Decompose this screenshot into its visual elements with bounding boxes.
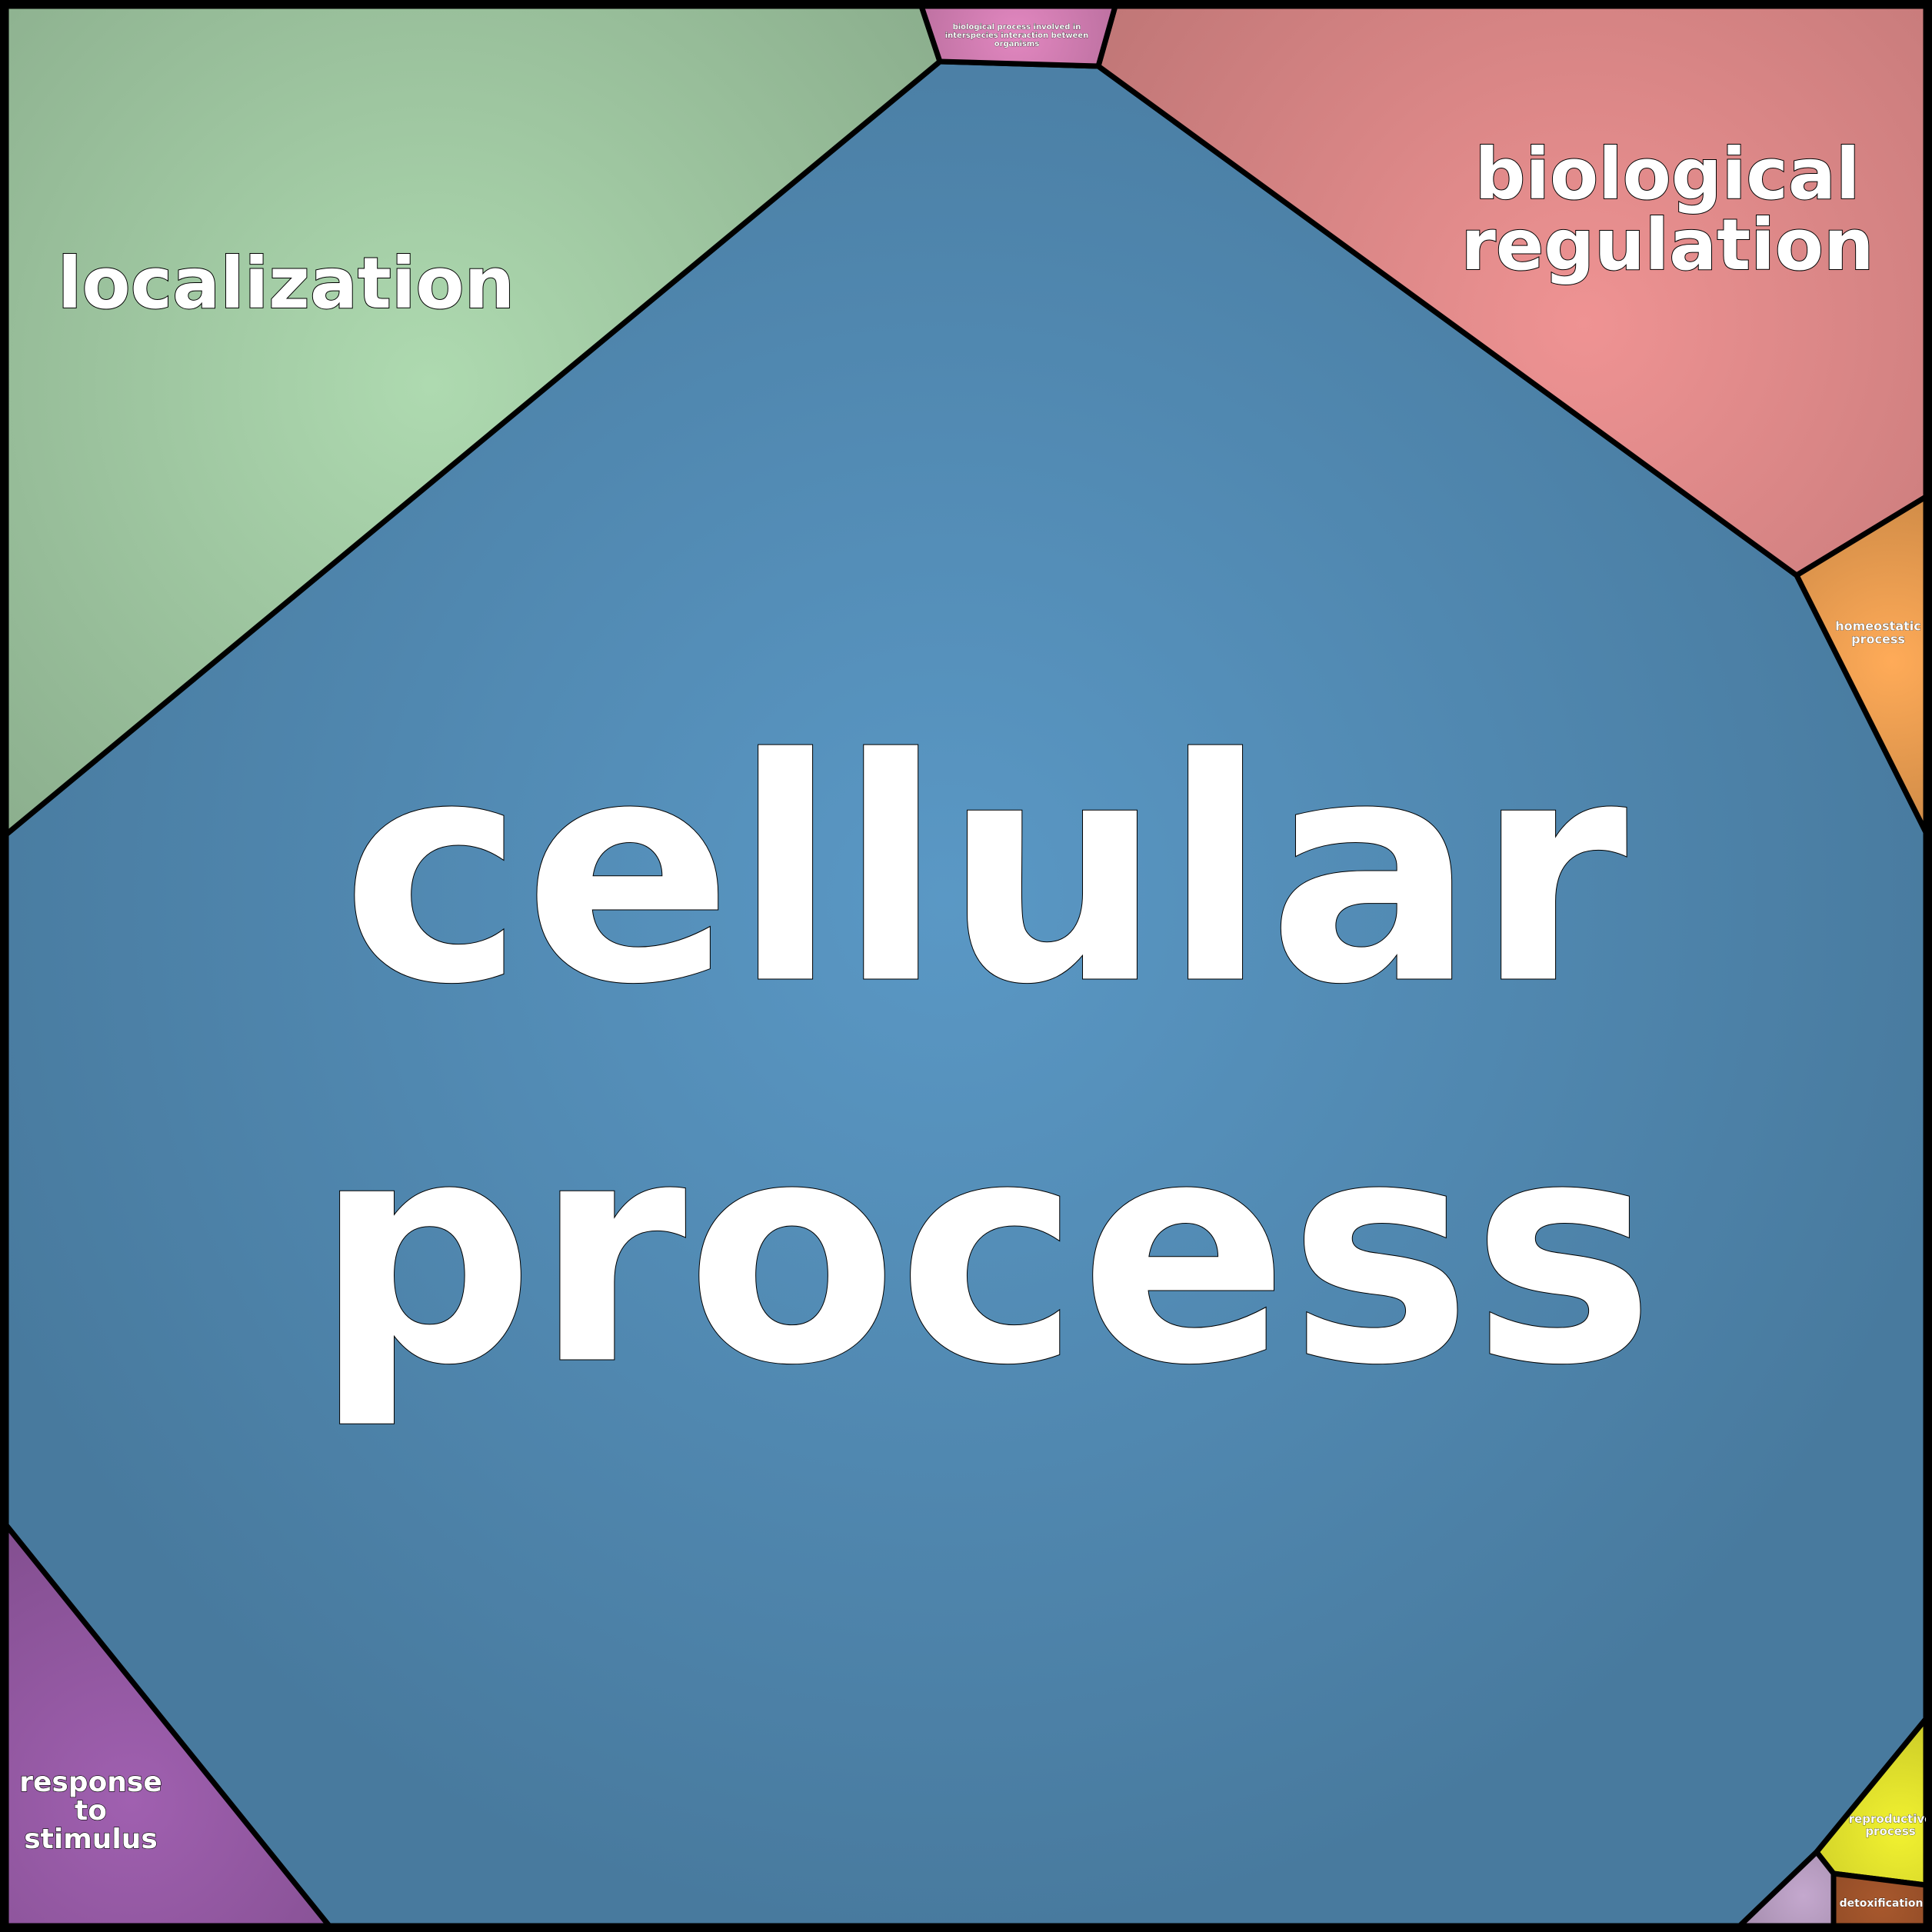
label-interspecies-line: biological process involved in: [953, 23, 1081, 32]
label-regulation-line: regulation: [1461, 204, 1874, 286]
label-reproductive-line: process: [1865, 1824, 1915, 1838]
label-cellular-line: process: [315, 1074, 1655, 1432]
label-response-line: response: [19, 1767, 162, 1798]
label-localization-line: localization: [58, 242, 515, 325]
label-regulation-line: biological: [1475, 133, 1860, 215]
label-interspecies-line: interspecies interaction between: [945, 32, 1089, 40]
label-reproductive-line: reproductive: [1849, 1812, 1932, 1826]
label-response-line: to: [75, 1795, 107, 1827]
label-response-line: stimulus: [24, 1824, 158, 1855]
label-homeostatic-line: process: [1851, 631, 1905, 646]
label-localization: localization: [58, 242, 515, 325]
label-homeostatic-line: homeostatic: [1835, 618, 1920, 633]
label-detoxification: detoxification: [1840, 1897, 1924, 1910]
label-interspecies-line: organisms: [994, 40, 1040, 48]
label-cellular-line: cellular: [341, 694, 1629, 1051]
label-detoxification-line: detoxification: [1840, 1897, 1924, 1910]
